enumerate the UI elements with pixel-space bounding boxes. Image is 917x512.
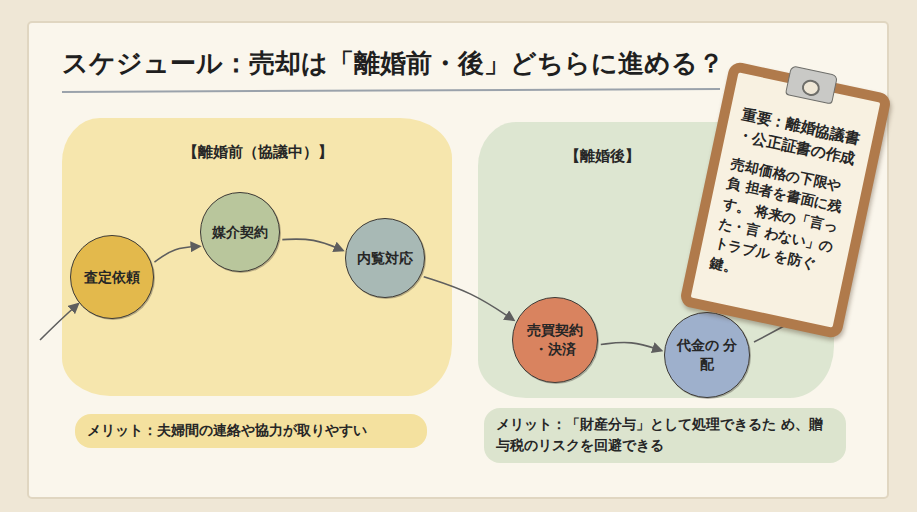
step-circle: 媒介契約 — [200, 192, 280, 272]
phase-heading: 【離婚後】 — [565, 147, 640, 166]
step-label: 代金の 分配 — [675, 336, 739, 374]
step-label: 売買契約 ・決済 — [523, 321, 587, 359]
step-circle: 内覧対応 — [345, 218, 425, 298]
phase-heading: 【離婚前（協議中）】 — [183, 143, 333, 162]
merit-text: メリット：「財産分与」として処理できるた め、贈与税のリスクを回避できる — [496, 414, 834, 457]
step-circle: 代金の 分配 — [664, 312, 750, 398]
step-label: 内覧対応 — [357, 249, 413, 268]
clipboard-note: 重要：離婚協議書 ・公正証書の作成売却価格の下限や負 担者を書面に残す。 将来の… — [678, 61, 891, 340]
step-circle: 売買契約 ・決済 — [512, 297, 598, 383]
step-label: 媒介契約 — [212, 223, 268, 242]
merit-note: メリット：夫婦間の連絡や協力が取りやすい — [75, 414, 427, 448]
step-label: 査定依頼 — [84, 268, 140, 287]
merit-note: メリット：「財産分与」として処理できるた め、贈与税のリスクを回避できる — [484, 408, 846, 463]
note-body: 売却価格の下限や負 担者を書面に残す。 将来の「言った・言 わない」のトラブル … — [708, 153, 854, 298]
title-underline — [62, 89, 720, 92]
title: スケジュール：売却は「離婚前・後」どちらに進める？ — [62, 46, 724, 81]
merit-text: メリット：夫婦間の連絡や協力が取りやすい — [87, 420, 415, 442]
phase-region: 【離婚前（協議中）】査定依頼 媒介契約内覧対応 — [62, 118, 452, 396]
step-circle: 査定依頼 — [70, 235, 154, 319]
